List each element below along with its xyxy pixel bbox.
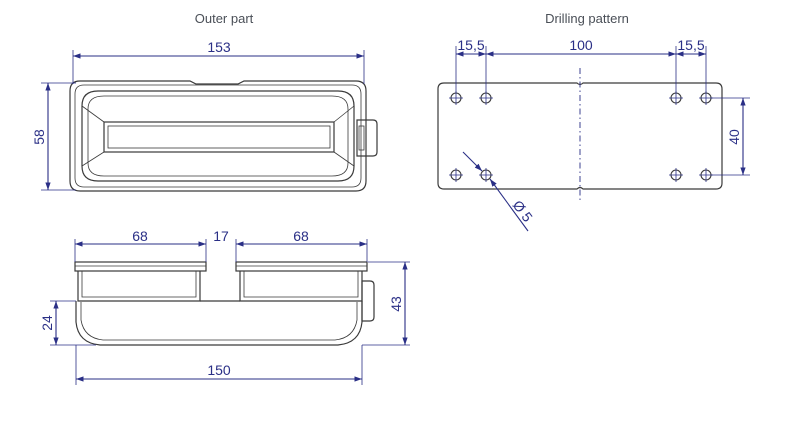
dimension-drill-horizontal: 15,5 100 15,5 — [455, 37, 707, 93]
dim-label-right-recess-68: 68 — [293, 228, 309, 244]
dim-label-right-offset: 15,5 — [677, 37, 704, 53]
dim-label-height-58: 58 — [31, 129, 47, 145]
dimension-top-width: 153 — [72, 39, 365, 84]
dim-label-width-153: 153 — [207, 39, 231, 55]
outer-part-title: Outer part — [195, 11, 254, 26]
dimension-drill-vertical: 40 — [711, 97, 750, 176]
dim-label-vertical-spacing-40: 40 — [726, 129, 742, 145]
dimension-side-height: 43 — [362, 261, 410, 346]
drilling-plate — [437, 82, 723, 190]
dim-label-base-height-24: 24 — [39, 315, 55, 331]
dim-label-gap-17: 17 — [213, 228, 229, 244]
dim-label-total-height-43: 43 — [388, 296, 404, 312]
dim-label-center-spacing-100: 100 — [569, 37, 593, 53]
dim-label-left-offset: 15,5 — [457, 37, 484, 53]
dim-label-hole-diameter: Ø 5 — [510, 197, 536, 225]
dimension-side-width: 150 — [75, 345, 363, 385]
dimension-hole-diameter: Ø 5 — [462, 151, 536, 232]
dimension-side-base-height: 24 — [39, 300, 96, 346]
outer-part-top-view — [69, 80, 378, 192]
dimension-side-top-row: 68 17 68 — [74, 228, 368, 262]
dim-label-total-width-150: 150 — [207, 362, 231, 378]
dim-label-left-recess-68: 68 — [132, 228, 148, 244]
mounting-holes — [449, 91, 713, 182]
drilling-pattern-title: Drilling pattern — [545, 11, 629, 26]
outer-part-side-view — [74, 261, 375, 346]
dimension-top-height: 58 — [31, 82, 76, 191]
